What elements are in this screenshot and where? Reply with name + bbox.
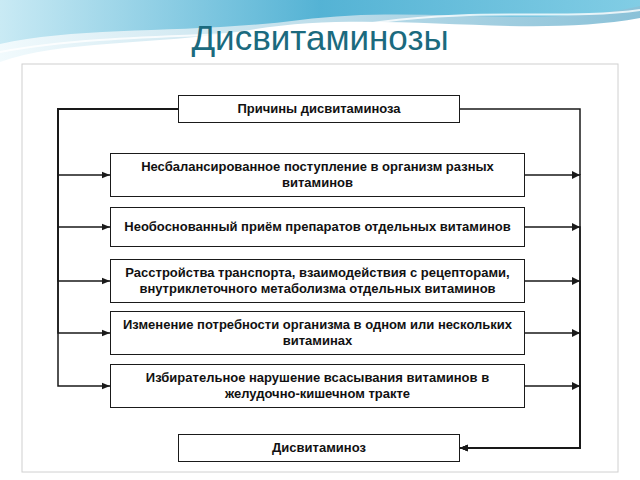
header-wave [0, 0, 640, 62]
cause-box: Изменение потребности организма в одном … [110, 311, 525, 355]
box-label: Расстройства транспорта, взаимодействия … [119, 265, 516, 297]
box-label: Избирательное нарушение всасывания витам… [119, 370, 516, 402]
result-box: Дисвитаминоз [178, 434, 460, 462]
slide-title: Дисвитаминозы [0, 18, 640, 58]
box-label: Изменение потребности организма в одном … [119, 317, 516, 349]
box-label: Несбалансированное поступление в организ… [119, 159, 516, 191]
header-box: Причины дисвитаминоза [178, 95, 460, 123]
junction-arrowhead [572, 171, 580, 179]
box-label: Дисвитаминоз [272, 440, 366, 456]
cause-box: Расстройства транспорта, взаимодействия … [110, 259, 525, 303]
slide-panel [22, 64, 618, 472]
cause-box: Необоснованный приём препаратов отдельны… [110, 207, 525, 247]
box-label: Причины дисвитаминоза [237, 101, 400, 117]
junction-arrowhead [572, 223, 580, 231]
box-label: Необоснованный приём препаратов отдельны… [124, 219, 510, 235]
cause-box: Несбалансированное поступление в организ… [110, 153, 525, 197]
junction-arrowhead [572, 329, 580, 337]
junction-arrowhead [572, 277, 580, 285]
junction-arrowhead [572, 382, 580, 390]
cause-box: Избирательное нарушение всасывания витам… [110, 364, 525, 408]
